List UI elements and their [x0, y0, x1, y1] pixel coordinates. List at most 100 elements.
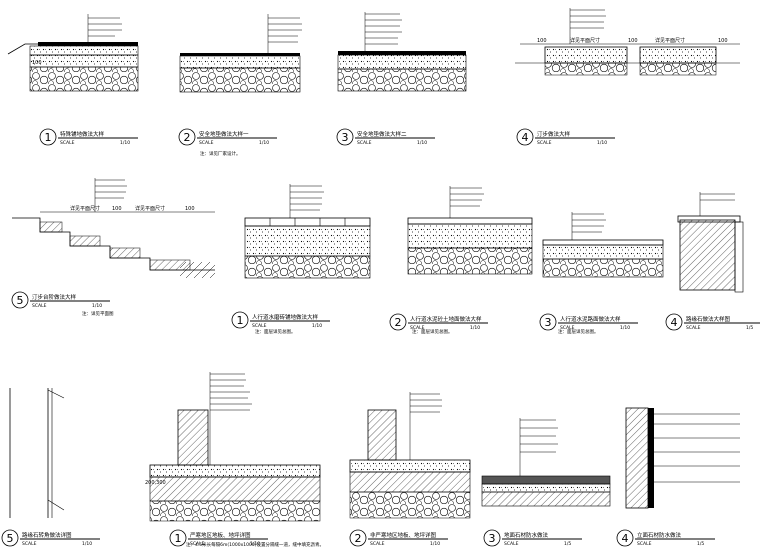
dim-b: 100: [185, 206, 195, 212]
detail-number-circle: [169, 529, 187, 547]
detail-11-cold-area-floor: 200,300: [145, 372, 321, 522]
stone-subbase: [179, 67, 301, 93]
scale-word: SCALE: [370, 541, 385, 547]
floor-base: [149, 476, 321, 502]
scale-value: 1/10: [312, 323, 322, 329]
scale-word: SCALE: [504, 541, 519, 547]
detail-number-circle: [178, 128, 196, 146]
scale-value: 1/10: [620, 325, 630, 331]
gravel-base: [29, 54, 139, 68]
curb-cap: [677, 215, 741, 223]
floor-base: [349, 471, 471, 493]
paving-surface: [38, 42, 138, 46]
detail-number: 1: [237, 314, 244, 327]
detail-number: 1: [175, 532, 182, 545]
base-left: [544, 62, 628, 76]
leader-lines: [87, 14, 122, 42]
slab: [481, 491, 611, 507]
scale-value: 1/10: [92, 303, 102, 309]
leader-lines: [94, 178, 127, 212]
leader-lines: [209, 372, 252, 465]
scale-value: 1/10: [82, 541, 92, 547]
mortar: [481, 483, 611, 493]
detail-number-circle: [11, 291, 29, 309]
wall-structure: [625, 407, 649, 509]
detail-7-concrete-sidewalk: [407, 186, 533, 275]
detail-2-safety-mat-1: [179, 14, 302, 93]
detail-number-circle: [665, 313, 683, 331]
wall: [177, 409, 209, 466]
step-1: [39, 221, 63, 233]
soil: [349, 491, 471, 519]
scale-value: 1/5: [697, 541, 704, 547]
detail-8-cement-sidewalk: [542, 212, 664, 278]
detail-number: 2: [355, 532, 362, 545]
detail-number: 3: [545, 316, 552, 329]
scale-word: SCALE: [22, 541, 37, 547]
detail-number-circle: [336, 128, 354, 146]
dim-height: 200,300: [145, 480, 166, 486]
floor-slab: [349, 459, 471, 473]
detail-title: 安全地垫做法大样一: [199, 130, 249, 138]
detail-number: 2: [395, 316, 402, 329]
scale-word: SCALE: [637, 541, 652, 547]
ground-slope: [7, 43, 38, 55]
detail-number: 3: [342, 131, 349, 144]
leader-lines: [449, 186, 484, 218]
leader-lines: [364, 12, 402, 51]
detail-title: 严寒地区地板、地坪详图: [190, 531, 251, 539]
detail-number-circle: [1, 529, 19, 547]
wall: [367, 409, 397, 461]
detail-title: 汀步做法大样: [537, 130, 571, 138]
detail-3-safety-mat-2: [337, 12, 467, 92]
scale-value: 1/10: [250, 541, 260, 547]
surface: [542, 239, 664, 246]
dim-span-1: 详见平面尺寸: [70, 205, 100, 212]
soil: [149, 500, 321, 522]
scale-value: 1/5: [746, 325, 753, 331]
detail-6-brick-sidewalk: [244, 184, 371, 279]
detail-13-ground-stone-waterproofing: [481, 418, 611, 507]
concrete-layer: [244, 225, 371, 257]
scale-value: 1/10: [259, 140, 269, 146]
concrete-layer: [407, 223, 533, 249]
mat-surface: [338, 51, 466, 55]
detail-title: 人行道水泥路面做法大样: [560, 315, 621, 323]
detail-title: 地面石材防水做法: [504, 531, 549, 539]
detail-1-special-paving: 100: [7, 14, 139, 92]
note-d6: 注：面层详见总图。: [255, 328, 296, 335]
leader-lines: [569, 8, 606, 44]
stone-subbase: [244, 255, 371, 279]
detail-title: 非严寒地区地板、地坪详图: [370, 531, 437, 539]
dimension-label: 100: [32, 60, 42, 66]
stone-subbase: [337, 68, 467, 92]
stepping-slab-right: [639, 46, 717, 64]
detail-number: 5: [7, 532, 14, 545]
detail-number-circle: [349, 529, 367, 547]
detail-number-circle: [389, 313, 407, 331]
detail-number: 5: [17, 294, 24, 307]
detail-title: 路缘石转角做法详图: [22, 531, 72, 539]
scale-word: SCALE: [199, 140, 214, 146]
detail-5-stepping-stairs: 详见平面尺寸 100 详见平面尺寸 100: [12, 178, 215, 278]
scale-word: SCALE: [190, 541, 205, 547]
curb-face: [734, 221, 744, 293]
detail-number-circle: [231, 311, 249, 329]
scale-word: SCALE: [357, 140, 372, 146]
scale-word: SCALE: [537, 140, 552, 146]
stone-cladding: [648, 408, 654, 508]
scale-value: 1/10: [597, 140, 607, 146]
detail-title: 安全地垫做法大样二: [357, 130, 407, 138]
detail-number: 4: [622, 532, 629, 545]
step-3: [109, 247, 141, 259]
corner-break: [47, 389, 65, 511]
detail-number: 4: [522, 131, 529, 144]
note-d2: 注：详见厂家设计。: [200, 150, 241, 157]
leader-lines: [267, 14, 302, 53]
